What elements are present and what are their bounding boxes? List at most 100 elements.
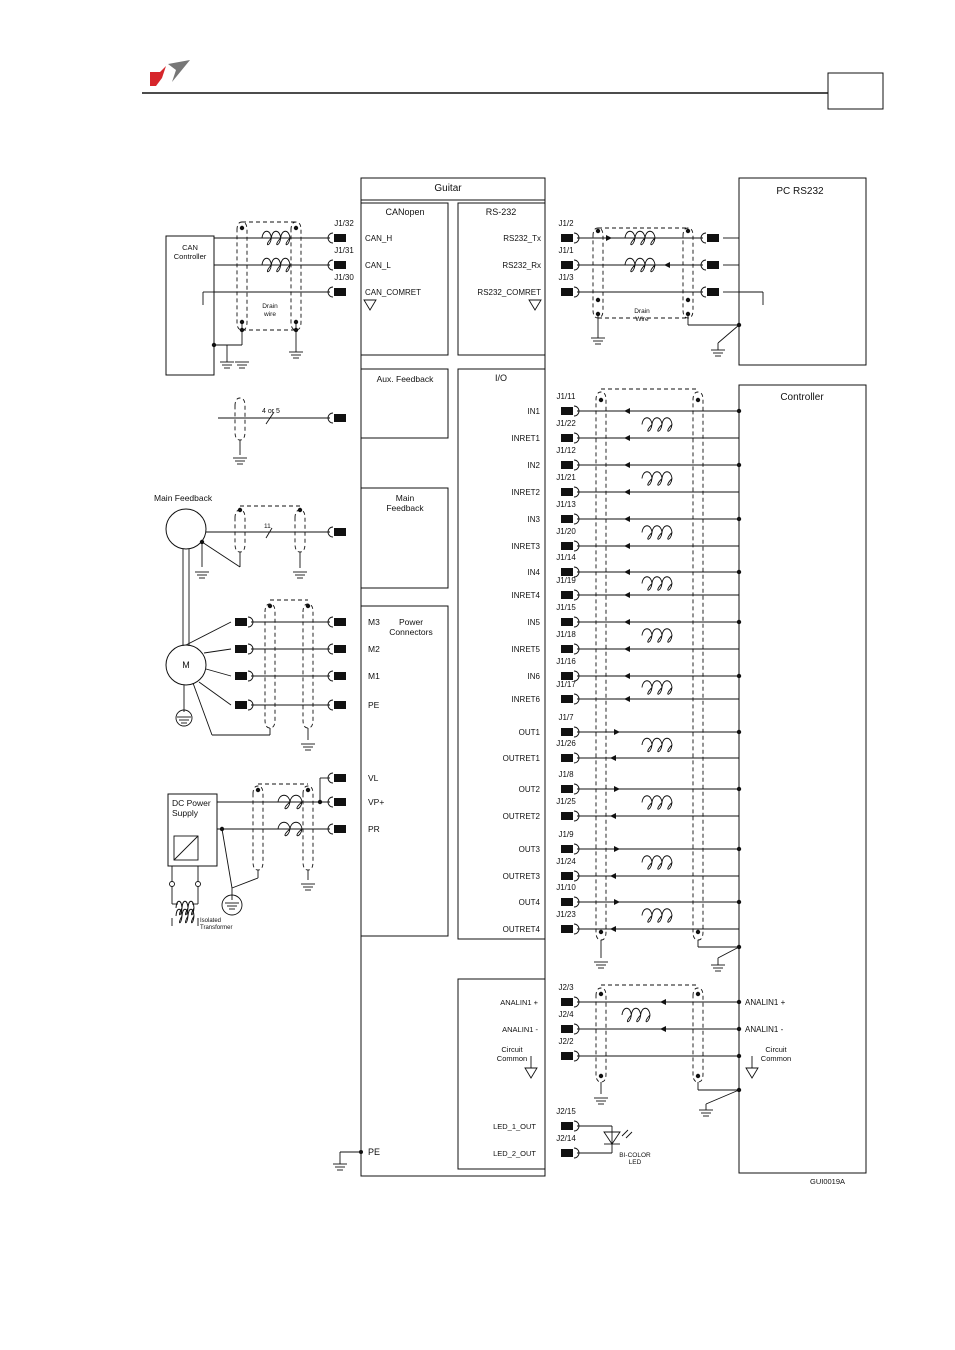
pc-drain-label-2: Wire	[635, 316, 649, 323]
analog-connector	[561, 1025, 573, 1033]
io-signal-label: OUTRET2	[503, 812, 541, 821]
io-twisted-pair	[641, 855, 673, 870]
io-shield-left	[595, 391, 607, 941]
io-twisted-pair	[641, 680, 673, 695]
io-pin-number: J1/9	[558, 830, 574, 839]
io-connector	[561, 898, 573, 906]
led-signal-label: LED_2_OUT	[493, 1149, 536, 1158]
analog-pin-number: J2/2	[558, 1037, 574, 1046]
twisted-pair	[261, 230, 291, 246]
dc-connector	[334, 798, 346, 806]
io-pin-number: J1/10	[556, 883, 576, 892]
signal-arrow	[614, 899, 620, 905]
guitar-pe-label: PE	[368, 1147, 380, 1157]
pc-connector	[707, 261, 719, 269]
power-connector	[334, 645, 346, 653]
can-shield-right	[290, 221, 302, 331]
signal-arrow	[624, 569, 630, 575]
circuit-common-label: Circuit	[501, 1045, 523, 1054]
signal-arrow	[610, 813, 616, 819]
can-pin-number: J1/32	[334, 219, 354, 228]
power-connector	[334, 672, 346, 680]
dc-pin-label: VL	[368, 773, 379, 783]
analog-shield-left	[595, 987, 607, 1083]
can-pin-number: J1/31	[334, 246, 354, 255]
can-pin-number: J1/30	[334, 273, 354, 282]
wire-segment	[625, 1131, 633, 1139]
wire-segment	[265, 527, 273, 539]
analog-connector	[561, 1052, 573, 1060]
io-signal-label: INRET1	[512, 434, 541, 443]
io-pin-number: J1/7	[558, 713, 574, 722]
analog-pin-number: J2/4	[558, 1010, 574, 1019]
controller-common-label: Common	[761, 1054, 791, 1063]
io-signal-label: INRET3	[512, 542, 541, 551]
io-pin-number: J1/14	[556, 553, 576, 562]
dc-power-title-2: Supply	[172, 808, 199, 818]
main-feedback-label-1: Main	[396, 493, 415, 503]
junction-dot	[598, 397, 604, 403]
io-connector	[561, 645, 573, 653]
junction-dot	[685, 228, 691, 234]
junction-dot	[267, 603, 273, 609]
pc-rs232-title: PC RS232	[776, 186, 824, 197]
rs232-shield-left	[592, 227, 604, 319]
io-twisted-pair	[641, 525, 673, 540]
power-pin-label: PE	[368, 700, 380, 710]
junction-dot	[736, 673, 742, 679]
io-connector	[561, 785, 573, 793]
led-diode-symbol	[603, 1131, 621, 1145]
can-controller-box	[165, 235, 215, 376]
io-signal-label: OUT1	[519, 728, 541, 737]
wire-segment	[717, 946, 740, 959]
dc-shield-left	[252, 785, 264, 871]
transformer-terminal	[169, 881, 175, 887]
io-connector	[561, 568, 573, 576]
transformer-terminal	[195, 881, 201, 887]
junction-dot	[695, 929, 701, 935]
junction-dot	[736, 1026, 742, 1032]
junction-dot	[736, 899, 742, 905]
signal-arrow	[606, 235, 612, 241]
junction-dot	[293, 225, 299, 231]
power-connectors-label-2: Connectors	[389, 627, 432, 637]
power-connectors-label-1: Power	[399, 617, 423, 627]
io-twisted-pair	[641, 795, 673, 810]
io-connector	[561, 695, 573, 703]
led-label-1: BI-COLOR	[619, 1152, 651, 1159]
io-signal-label: IN5	[528, 618, 541, 627]
rs232-pin-number: J1/1	[558, 246, 574, 255]
io-pin-number: J1/17	[556, 680, 576, 689]
junction-dot	[239, 225, 245, 231]
led-pin-number: J2/15	[556, 1107, 576, 1116]
junction-dot	[317, 799, 323, 805]
controller-box	[738, 384, 867, 1174]
io-signal-label: OUT4	[519, 898, 541, 907]
signal-arrow	[624, 489, 630, 495]
twisted-pair	[624, 257, 656, 273]
io-pin-number: J1/12	[556, 446, 576, 455]
twisted-pair	[175, 908, 195, 924]
dc-shield-right	[302, 785, 314, 871]
signal-arrow	[624, 462, 630, 468]
aux-connector	[334, 414, 346, 422]
wire-segment	[231, 877, 259, 889]
rs232-signal-label: RS232_COMRET	[477, 288, 541, 297]
io-signal-label: OUTRET3	[503, 872, 541, 881]
signal-arrow	[614, 729, 620, 735]
rs232-pin-number: J1/2	[558, 219, 574, 228]
canopen-box	[360, 202, 449, 356]
io-pin-number: J1/22	[556, 419, 576, 428]
signal-arrow	[660, 1026, 666, 1032]
can-signal-label: CAN_L	[365, 261, 391, 270]
rs232-comret-symbol	[528, 299, 542, 311]
power-connector	[334, 701, 346, 709]
io-connector	[561, 754, 573, 762]
brand-logo	[150, 60, 190, 86]
io-signal-label: IN1	[528, 407, 541, 416]
can-signal-label: CAN_COMRET	[365, 288, 421, 297]
motor-label: M	[182, 660, 190, 670]
signal-arrow	[614, 786, 620, 792]
aux-feedback-box	[360, 368, 449, 439]
signal-arrow	[664, 262, 670, 268]
